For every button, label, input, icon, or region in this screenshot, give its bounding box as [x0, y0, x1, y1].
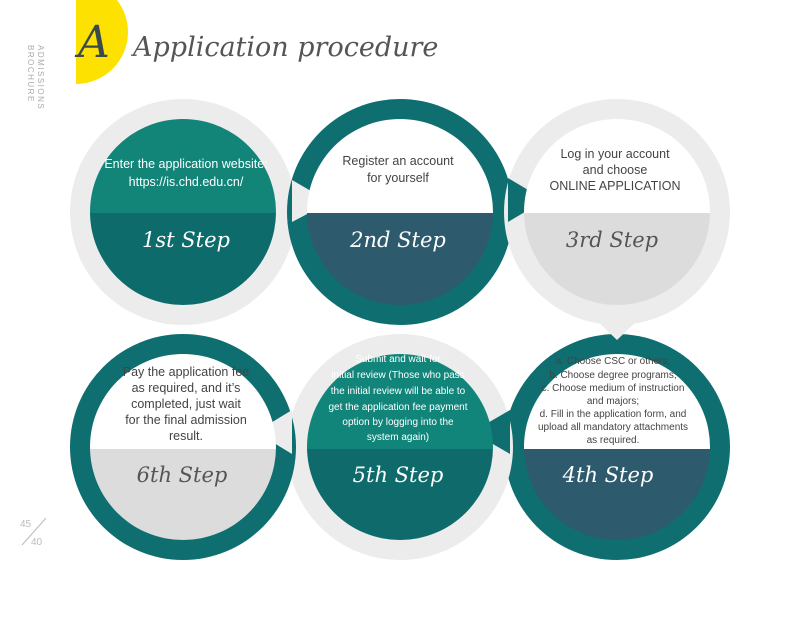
step-4-text: a. Choose CSC or others; — [556, 356, 671, 367]
arrow-down-icon — [594, 318, 640, 340]
step-6-text: as required, and it’s — [132, 381, 241, 395]
step-2-text: for yourself — [367, 171, 429, 185]
step-6-text: for the final admission — [125, 413, 247, 427]
step-3-label: 3rd Step — [566, 228, 658, 252]
step-6-text: result. — [169, 429, 203, 443]
step-4-text: d. Fill in the application form, and — [540, 409, 687, 420]
step-5-text: Submit and wait for — [355, 354, 441, 365]
step-3-text: and choose — [583, 163, 648, 177]
step-4-text: b. Choose degree programs; — [549, 370, 676, 381]
page-number-left: 45 — [20, 519, 32, 530]
step-5-text: system again) — [367, 432, 429, 443]
step-3-text: ONLINE APPLICATION — [549, 179, 680, 193]
step-5-label: 5th Step — [353, 463, 444, 487]
side-label-2: BROCHURE — [26, 45, 35, 103]
step-2: Register an account for yourself 2nd Ste… — [342, 154, 454, 252]
step-4-text: upload all mandatory attachments — [538, 422, 688, 433]
step-1-text: https://is.chd.edu.cn/ — [129, 175, 244, 189]
step-6-label: 6th Step — [137, 463, 228, 487]
step-4: a. Choose CSC or others; b. Choose degre… — [538, 356, 688, 487]
page-number-right: 40 — [31, 537, 43, 548]
step-2-label: 2nd Step — [349, 228, 446, 252]
step-2-text: Register an account — [342, 154, 454, 168]
step-4-label: 4th Step — [562, 463, 654, 487]
step-3: Log in your account and choose ONLINE AP… — [549, 147, 680, 252]
step-5: Submit and wait for initial review (Thos… — [329, 354, 468, 487]
step-1: Enter the application website: https://i… — [104, 157, 267, 252]
step-5-text: option by logging into the — [342, 417, 454, 428]
step-4-text: as required. — [587, 435, 640, 446]
step-4-text: and majors; — [587, 396, 639, 407]
step-3-text: Log in your account — [560, 147, 670, 161]
page-title: Application procedure — [130, 32, 438, 63]
side-label-1: ADMISSIONS — [36, 45, 45, 110]
step-1-text: Enter the application website: — [104, 157, 267, 171]
step-6: Pay the application fee as required, and… — [123, 365, 250, 487]
section-letter: A — [74, 17, 110, 68]
step-5-text: the initial review will be able to — [331, 386, 466, 397]
step-5-text: initial review (Those who pass — [331, 370, 464, 381]
step-5-text: get the application fee payment — [329, 402, 468, 413]
step-6-text: completed, just wait — [131, 397, 241, 411]
step-4-text: c. Choose medium of instruction — [542, 383, 685, 394]
step-1-label: 1st Step — [142, 228, 230, 252]
step-6-text: Pay the application fee — [123, 365, 250, 379]
